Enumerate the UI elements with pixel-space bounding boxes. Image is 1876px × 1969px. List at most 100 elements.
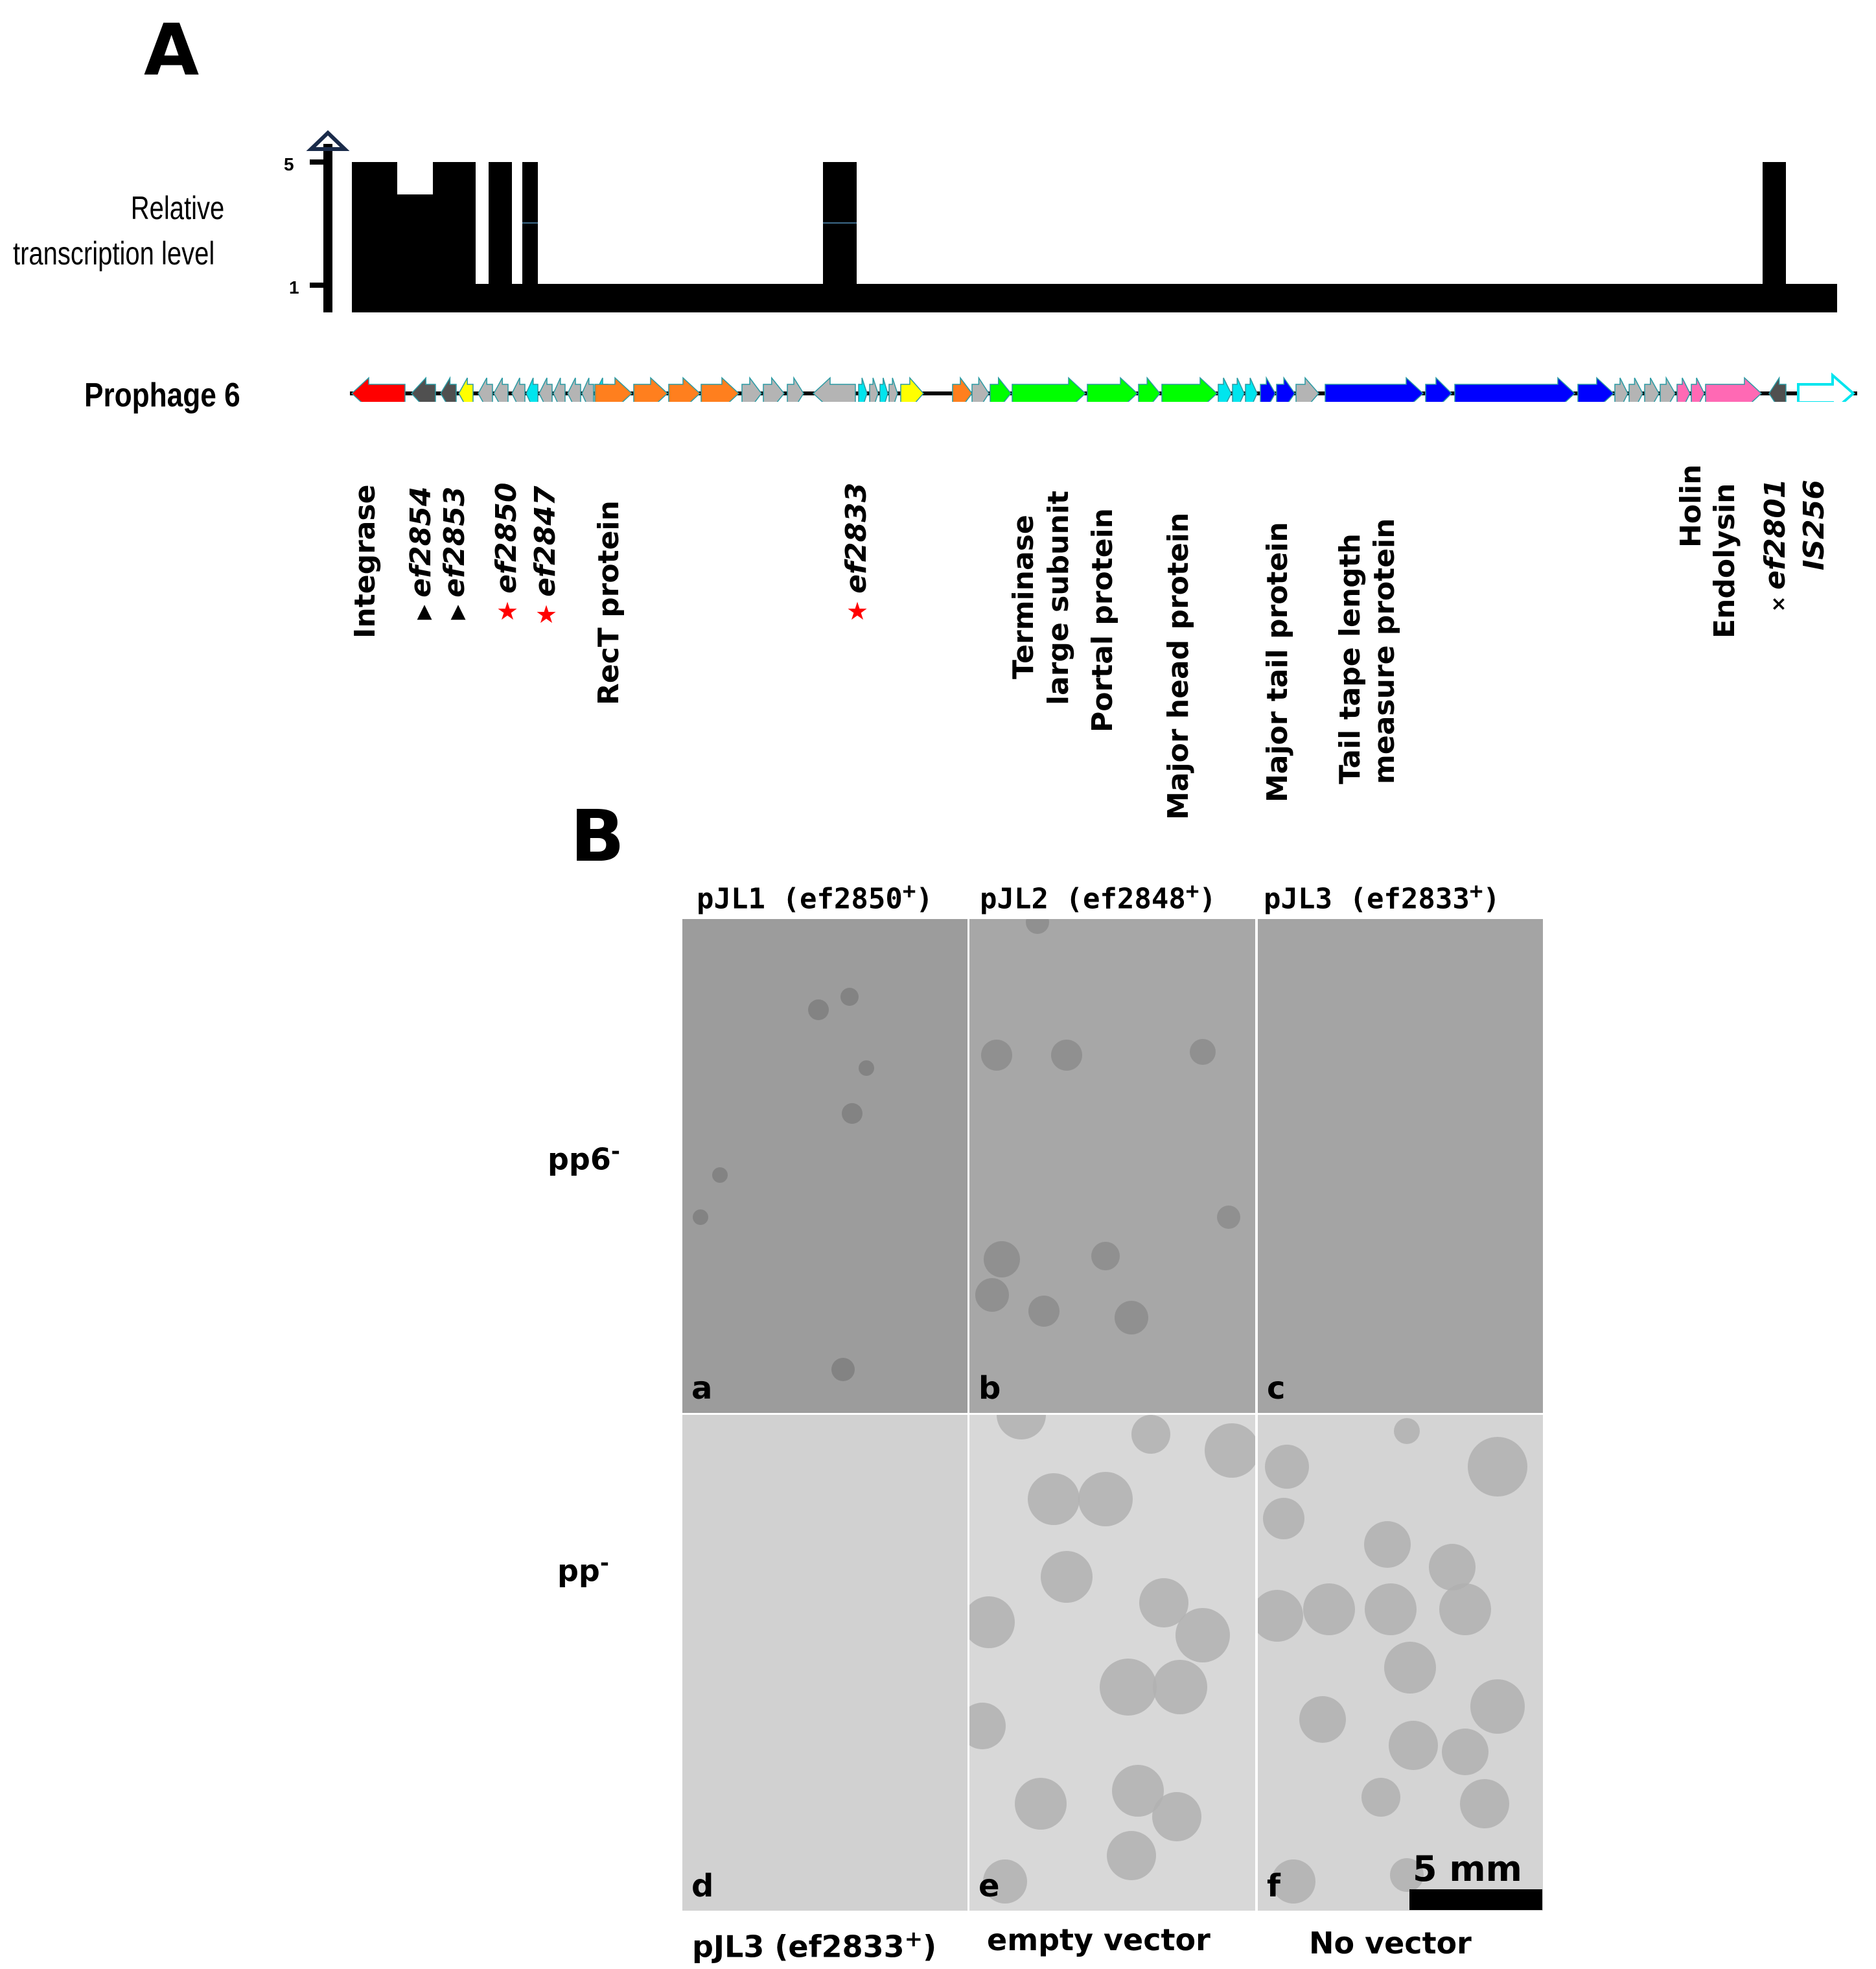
gene-arrow: [1161, 377, 1218, 402]
gene-arrow: [493, 377, 509, 402]
gene-label-text: ef2833: [840, 482, 873, 594]
gene-arrow: [1425, 377, 1453, 402]
baseline-band: [352, 284, 1837, 312]
gene-arrow: [1628, 377, 1643, 402]
column-header-2: pJL2 (ef2848+): [980, 878, 1216, 916]
gene-arrow: [581, 377, 594, 402]
star-icon: ★: [535, 600, 558, 629]
gene-label-text: measure protein: [1368, 518, 1401, 784]
gene-arrow: [741, 376, 762, 402]
plate-a: a: [682, 919, 967, 1413]
plaque: [1051, 1040, 1082, 1071]
gene-arrow: [1614, 377, 1628, 402]
gene-arrow: [1245, 377, 1258, 402]
bar: [352, 162, 397, 285]
panel-b-letter: B: [570, 795, 625, 878]
gene-arrow: [440, 376, 457, 402]
plaque: [1026, 919, 1049, 934]
plaque: [1390, 1858, 1424, 1892]
plaque: [1439, 1583, 1491, 1635]
gene-arrow: [1012, 377, 1087, 402]
plaque: [1131, 1415, 1170, 1454]
gene-arrow: [668, 377, 701, 402]
gene-arrow: [900, 377, 924, 402]
gene-arrow: [1232, 377, 1245, 402]
plaque: [693, 1209, 708, 1225]
plaque: [975, 1278, 1009, 1312]
plaque: [1205, 1423, 1255, 1478]
plaque: [983, 1859, 1027, 1904]
gene-label-text: IS256: [1798, 480, 1831, 570]
plaque: [1107, 1831, 1156, 1880]
gene-label-text: Endolysin: [1708, 483, 1741, 638]
plaque: [1442, 1729, 1488, 1775]
gene-arrow: [812, 377, 856, 402]
gene-arrow: [990, 376, 1012, 402]
plaque: [1263, 1498, 1304, 1539]
plaque: [997, 1415, 1046, 1439]
plaque: [1139, 1578, 1188, 1627]
gene-label-text: Holin: [1674, 464, 1708, 548]
plaque: [969, 1596, 1015, 1648]
plate-f: f: [1258, 1415, 1543, 1911]
triangle-icon: ▲: [450, 600, 466, 623]
tick-label-1: 1: [289, 277, 299, 297]
gene-arrow: [787, 376, 804, 402]
gene-label-text: ef2853: [438, 486, 471, 598]
bar: [433, 162, 476, 285]
gene-label-text: Integrase: [349, 484, 382, 639]
gene-arrow: [1577, 377, 1615, 402]
plate-label: c: [1267, 1370, 1286, 1406]
plaque: [981, 1040, 1012, 1071]
plaque: [1100, 1659, 1157, 1716]
gene-arrow: [478, 377, 493, 402]
plaque: [1015, 1778, 1067, 1830]
gene-arrow: [1276, 376, 1295, 402]
plaque: [712, 1167, 728, 1183]
gene-arrow: [351, 377, 406, 402]
gene-label-text: ef2801: [1759, 478, 1792, 590]
gene-arrow: [1768, 376, 1787, 402]
plate-label: b: [979, 1370, 1001, 1406]
plaque: [1384, 1642, 1436, 1694]
plaque: [831, 1358, 855, 1381]
gene-arrow: [1644, 377, 1660, 402]
cross-icon: ×: [1770, 592, 1787, 616]
gene-arrow: [567, 377, 581, 402]
gene-arrow: [971, 376, 990, 402]
gene-label: Terminase: [1007, 515, 1040, 679]
plaque: [1394, 1418, 1420, 1444]
gene-label: measure protein: [1368, 518, 1401, 784]
plaque: [1271, 1859, 1315, 1904]
gene-label: ★ef2850: [490, 482, 523, 625]
gene-label: Major head protein: [1162, 512, 1195, 820]
plaque: [1115, 1301, 1148, 1334]
plate-label: e: [979, 1868, 1000, 1904]
footer-label-2: empty vector: [987, 1922, 1210, 1957]
track-label: Prophage 6: [84, 377, 240, 414]
plaque: [1470, 1679, 1525, 1734]
plate-label: a: [691, 1370, 713, 1406]
gene-label: ★ef2833: [840, 482, 873, 625]
row-label-pp: pp-: [557, 1550, 609, 1589]
star-icon: ★: [846, 596, 869, 625]
gene-label: Major tail protein: [1261, 522, 1294, 802]
plaque: [1091, 1242, 1120, 1270]
gene-arrow: [1325, 377, 1424, 402]
plaque: [969, 1703, 1006, 1749]
column-header-1: pJL1 (ef2850+): [697, 878, 933, 916]
plaque: [840, 988, 859, 1006]
bar: [397, 194, 433, 285]
plaque: [1429, 1544, 1476, 1590]
gene-label-text: Major head protein: [1162, 512, 1195, 820]
y-axis-label-line2: transcription level: [13, 235, 215, 272]
gene-arrow: [1087, 377, 1139, 402]
plaque: [1078, 1472, 1133, 1526]
gene-arrow: [763, 376, 785, 402]
gene-label-text: Tail tape length: [1334, 533, 1367, 784]
plaque: [1153, 1660, 1207, 1714]
gene-arrow: [594, 377, 633, 402]
gene-arrow: [511, 377, 526, 402]
gene-label: Portal protein: [1086, 508, 1119, 732]
